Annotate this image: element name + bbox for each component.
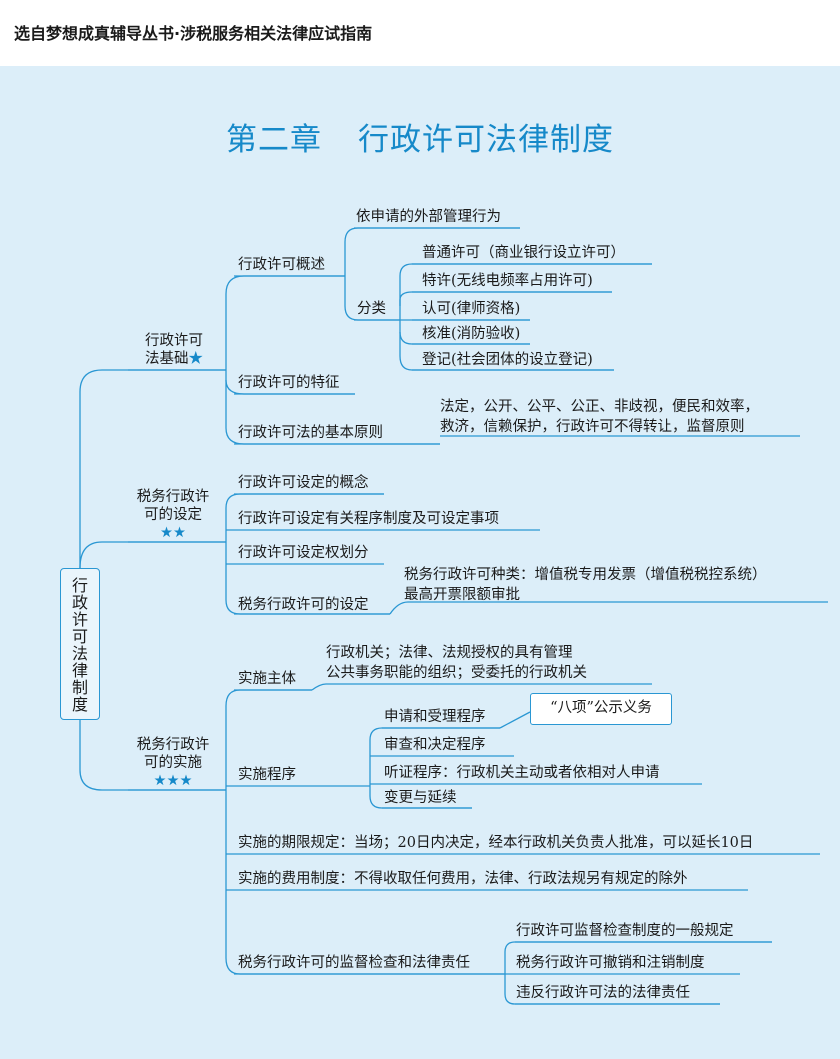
supervision-item: 违反行政许可法的法律责任 <box>516 985 690 1001</box>
kind-text-line: 最高开票限额审批 <box>404 587 520 603</box>
procedure-item: 申请和受理程序 <box>384 709 486 725</box>
star-icon: ★★ <box>160 525 186 541</box>
kind-text-line: 税务行政许可种类：增值税专用发票（增值税税控系统） <box>404 567 767 583</box>
header-bar: 选自梦想成真辅导丛书·涉税服务相关法律应试指南 <box>0 0 840 66</box>
node-category: 分类 <box>357 301 386 317</box>
node-supervision: 税务行政许可的监督检查和法律责任 <box>238 955 470 971</box>
node-setting-procedure: 行政许可设定有关程序制度及可设定事项 <box>238 511 499 527</box>
section-basis-label-line2: 法基础★ <box>145 351 204 367</box>
node-setting-concept: 行政许可设定的概念 <box>238 475 369 491</box>
root-char: 制 <box>71 678 88 697</box>
root-to-implement-connector <box>79 720 226 791</box>
node-procedure: 实施程序 <box>238 767 296 783</box>
section-implement-label-line2: 可的实施 <box>144 755 202 771</box>
section-setting-label-line1: 税务行政许 <box>136 489 210 505</box>
principle-text-line: 法定，公开、公平、公正、非歧视，便民和效率， <box>440 399 759 415</box>
publicity-duty-callout: “八项”公示义务 <box>530 693 672 725</box>
node-feature: 行政许可的特征 <box>238 375 340 391</box>
subject-text-line: 行政机关；法律、法规授权的具有管理 <box>326 645 573 661</box>
root-char: 度 <box>71 695 88 714</box>
supervision-item: 行政许可监督检查制度的一般规定 <box>516 923 734 939</box>
supervision-item: 税务行政许可撤销和注销制度 <box>516 955 705 971</box>
chapter-name: 行政许可法律制度 <box>358 122 614 158</box>
star-icon: ★★★ <box>153 773 193 789</box>
node-subject: 实施主体 <box>238 671 296 687</box>
node-setting-power: 行政许可设定权划分 <box>238 545 369 561</box>
chapter-title: 第二章行政许可法律制度 <box>0 114 840 159</box>
section-setting-label: 税务行政许 可的设定 ★★ <box>124 488 222 542</box>
root-trunk-connector <box>79 369 226 568</box>
node-type: 核准(消防验收) <box>422 326 521 342</box>
root-node: 行政许可法律制度 <box>60 568 100 720</box>
node-type: 特许(无线电频率占用许可) <box>422 273 593 289</box>
node-deadline: 实施的期限规定：当场；20日内决定，经本行政机关负责人批准，可以延长10日 <box>238 835 754 851</box>
section-basis-label-line1: 行政许可 <box>145 333 203 349</box>
subject-text-line: 公共事务职能的组织；受委托的行政机关 <box>326 665 587 681</box>
node-type: 认可(律师资格) <box>422 301 521 317</box>
section-basis-label: 行政许可 法基础★ <box>126 332 222 368</box>
root-char: 行 <box>71 576 88 595</box>
chapter-number: 第二章 <box>226 122 322 158</box>
root-to-setting-connector <box>79 541 226 569</box>
node-fee: 实施的费用制度：不得收取任何费用，法律、行政法规另有规定的除外 <box>238 871 688 887</box>
star-icon: ★ <box>188 351 204 367</box>
principle-text-line: 救济，信赖保护，行政许可不得转让，监督原则 <box>440 419 745 435</box>
root-char: 许 <box>71 610 88 629</box>
root-char: 律 <box>71 661 88 680</box>
node-type: 普通许可（商业银行设立许可） <box>422 245 625 261</box>
procedure-item: 审查和决定程序 <box>384 737 486 753</box>
procedure-item: 变更与延续 <box>384 790 457 806</box>
section-implement-label-line1: 税务行政许 <box>136 737 210 753</box>
node-overview: 行政许可概述 <box>238 257 325 273</box>
node-principle: 行政许可法的基本原则 <box>238 425 383 441</box>
node-tax-setting: 税务行政许可的设定 <box>238 597 369 613</box>
root-char: 可 <box>71 627 88 646</box>
root-char: 法 <box>71 644 88 663</box>
root-char: 政 <box>71 593 88 612</box>
section-implement-label: 税务行政许 可的实施 ★★★ <box>124 736 222 790</box>
procedure-item: 听证程序：行政机关主动或者依相对人申请 <box>384 765 660 781</box>
basis-branch-connector <box>225 275 345 370</box>
section-setting-label-line2: 可的设定 <box>144 507 202 523</box>
node-type: 登记(社会团体的设立登记) <box>422 352 593 368</box>
book-series-header: 选自梦想成真辅导丛书·涉税服务相关法律应试指南 <box>14 24 373 43</box>
node-external-behavior: 依申请的外部管理行为 <box>356 209 501 225</box>
